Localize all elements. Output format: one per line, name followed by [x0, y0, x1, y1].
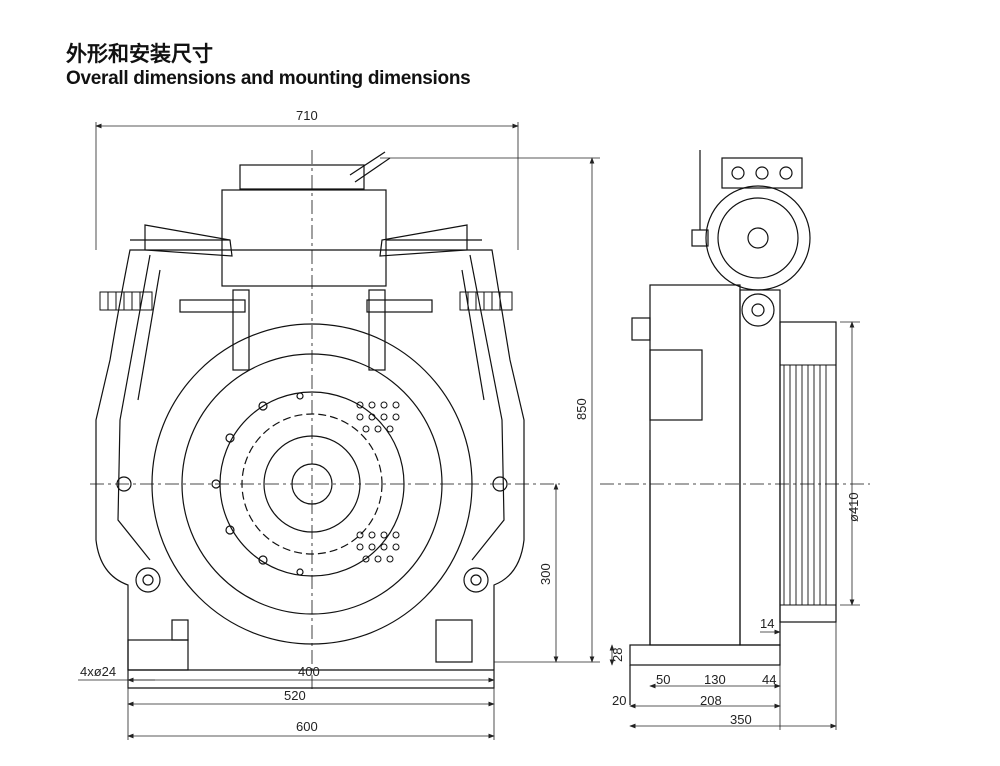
title-chinese: 外形和安装尺寸 [66, 42, 213, 66]
dim-350: 350 [730, 712, 752, 727]
dim-400: 400 [298, 664, 320, 679]
dim-diameter-410: ø410 [846, 492, 861, 522]
dim-50: 50 [656, 672, 670, 687]
dim-208: 208 [700, 693, 722, 708]
dim-14: 14 [760, 616, 774, 631]
dim-holes: 4xø24 [80, 664, 116, 679]
dim-20: 20 [612, 693, 626, 708]
dim-28: 28 [610, 648, 625, 662]
dim-710: 710 [296, 108, 318, 123]
dim-130: 130 [704, 672, 726, 687]
front-view [90, 150, 560, 690]
dim-850: 850 [574, 398, 589, 420]
dim-600: 600 [296, 719, 318, 734]
side-view [600, 150, 870, 705]
dim-44: 44 [762, 672, 776, 687]
dim-520: 520 [284, 688, 306, 703]
dimension-lines [78, 122, 860, 740]
title-english: Overall dimensions and mounting dimensio… [66, 68, 471, 89]
dim-300: 300 [538, 563, 553, 585]
